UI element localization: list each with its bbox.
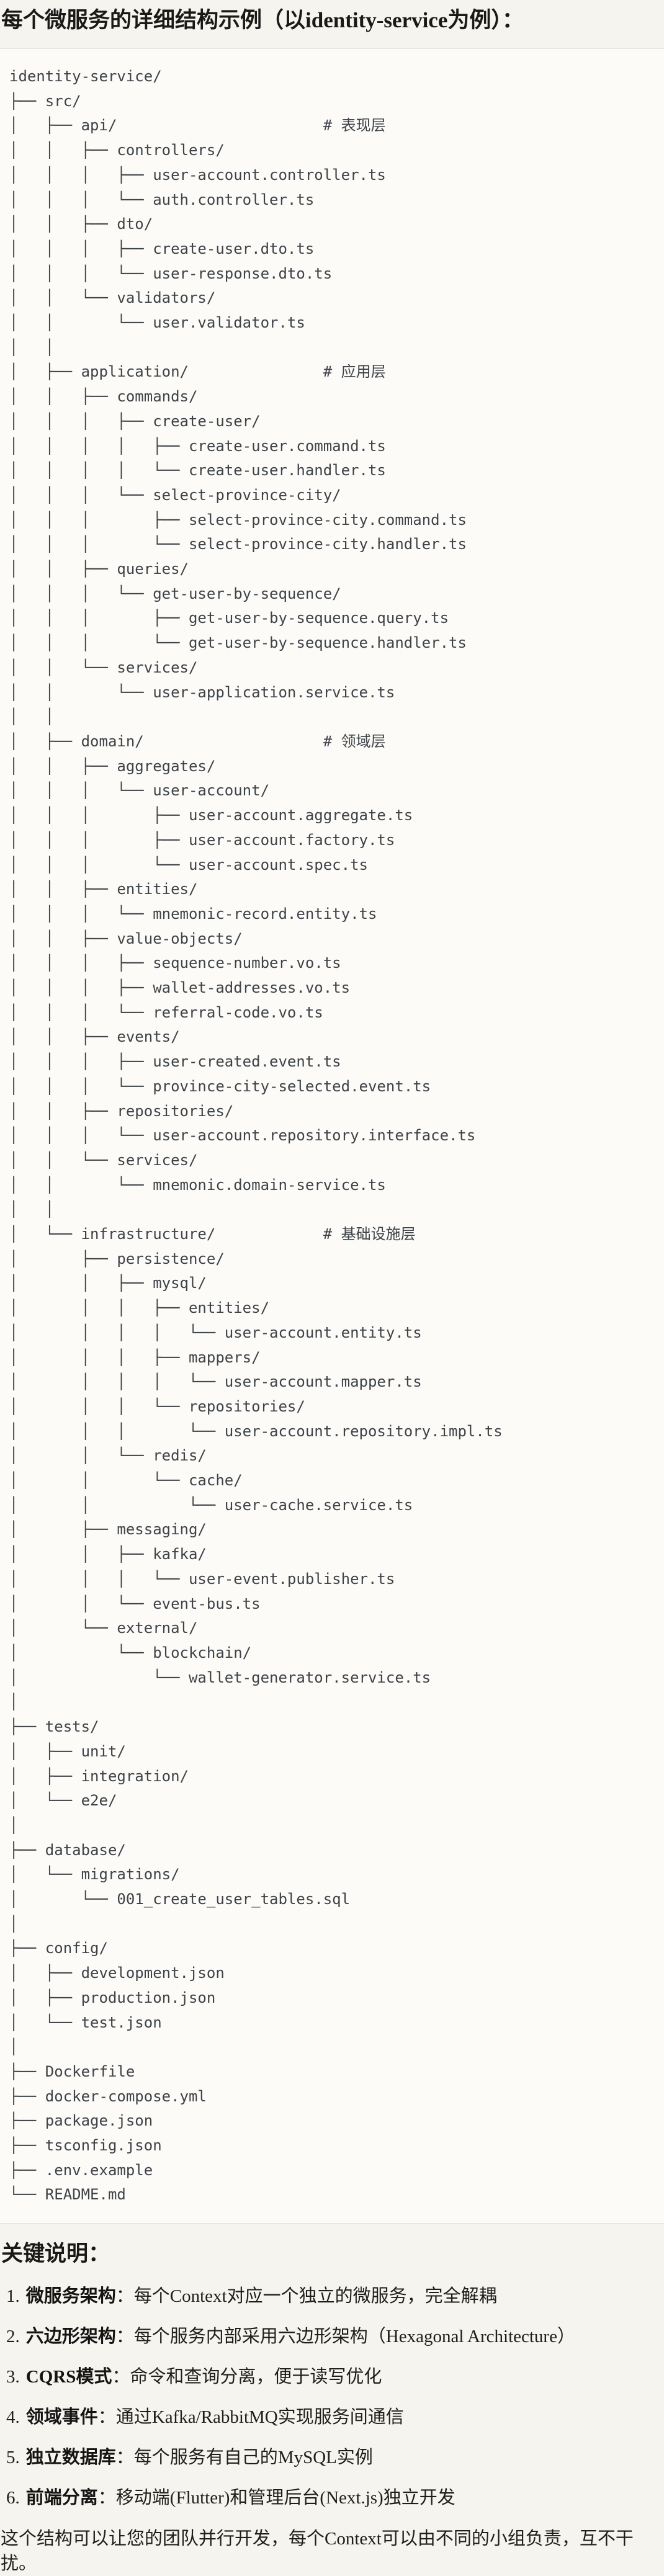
note-separator: ： (115, 2448, 134, 2468)
note-number: 1. (6, 2286, 20, 2307)
key-notes-heading: 关键说明： (1, 2242, 110, 2266)
note-separator: ： (97, 2488, 116, 2508)
note-desc: 每个Context对应一个独立的微服务，完全解耦 (133, 2286, 497, 2307)
note-desc: 移动端(Flutter)和管理后台(Next.js)独立开发 (115, 2488, 455, 2508)
note-term: 领域事件 (25, 2407, 98, 2428)
note-separator: ： (115, 2286, 134, 2307)
note-separator: ： (97, 2407, 116, 2428)
directory-tree: identity-service/ ├── src/ │ ├── api/ # … (9, 68, 503, 2204)
note-desc: 每个服务内部采用六边形架构（Hexagonal Architecture） (133, 2327, 575, 2347)
note-term: CQRS模式 (25, 2367, 112, 2387)
note-item-5: 5.独立数据库：每个服务有自己的MySQL实例 (6, 2445, 664, 2470)
note-term: 六边形架构 (25, 2327, 116, 2347)
page-title: 每个微服务的详细结构示例（以identity-service为例）： (1, 8, 524, 32)
note-number: 4. (6, 2407, 20, 2428)
note-desc: 通过Kafka/RabbitMQ实现服务间通信 (115, 2407, 404, 2428)
note-number: 3. (6, 2367, 20, 2387)
note-desc: 每个服务有自己的MySQL实例 (133, 2448, 373, 2468)
note-item-3: 3.CQRS模式：命令和查询分离，便于读写优化 (6, 2364, 664, 2389)
note-item-6: 6.前端分离：移动端(Flutter)和管理后台(Next.js)独立开发 (6, 2485, 664, 2510)
note-item-1: 1.微服务架构：每个Context对应一个独立的微服务，完全解耦 (6, 2284, 664, 2309)
note-number: 6. (6, 2488, 20, 2508)
note-term: 微服务架构 (25, 2286, 116, 2307)
note-separator: ： (115, 2327, 134, 2347)
note-term: 独立数据库 (25, 2448, 116, 2468)
closing-note: 这个结构可以让您的团队并行开发，每个Context可以由不同的小组负责，互不干扰… (1, 2529, 634, 2574)
note-item-4: 4.领域事件：通过Kafka/RabbitMQ实现服务间通信 (6, 2405, 664, 2430)
note-item-2: 2.六边形架构：每个服务内部采用六边形架构（Hexagonal Architec… (6, 2324, 664, 2349)
note-separator: ： (112, 2367, 130, 2387)
note-term: 前端分离 (25, 2488, 98, 2508)
note-number: 2. (6, 2327, 20, 2347)
note-number: 5. (6, 2448, 20, 2468)
code-block: identity-service/ ├── src/ │ ├── api/ # … (0, 48, 664, 2224)
note-desc: 命令和查询分离，便于读写优化 (130, 2367, 382, 2387)
